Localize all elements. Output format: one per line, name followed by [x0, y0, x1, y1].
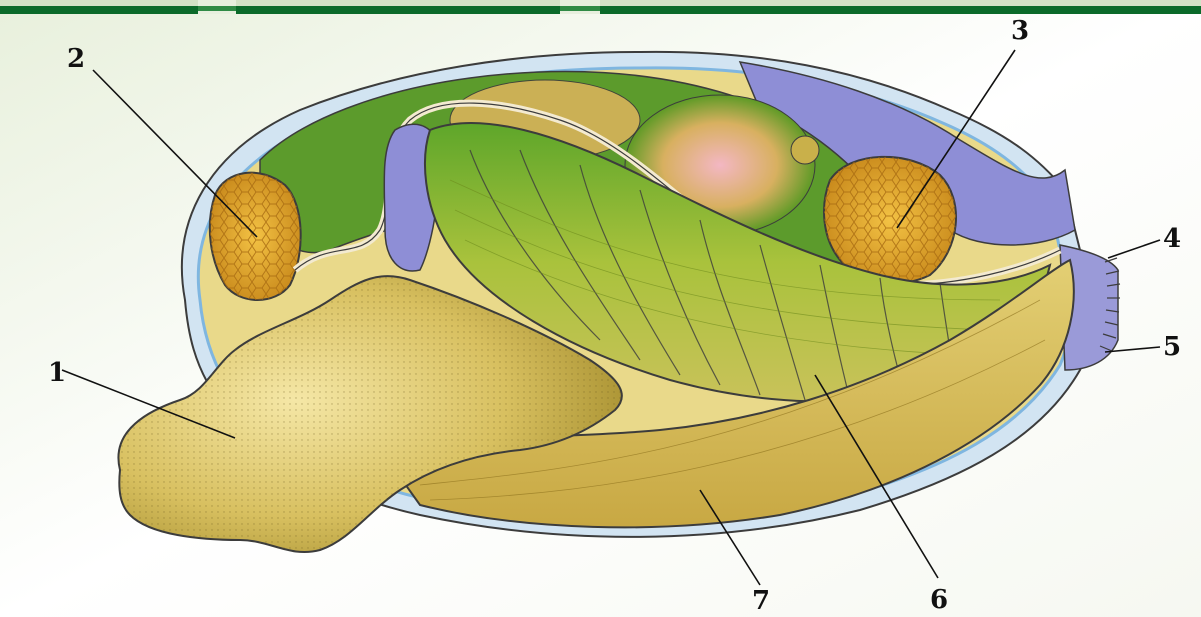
label-7: 7 — [752, 588, 770, 614]
label-4: 4 — [1163, 226, 1181, 252]
label-1: 1 — [48, 360, 66, 386]
label-6: 6 — [930, 587, 948, 613]
label-2: 2 — [67, 46, 85, 72]
top-bar-highlight — [0, 0, 1201, 6]
label-3: 3 — [1011, 18, 1029, 44]
label-5: 5 — [1163, 334, 1181, 360]
